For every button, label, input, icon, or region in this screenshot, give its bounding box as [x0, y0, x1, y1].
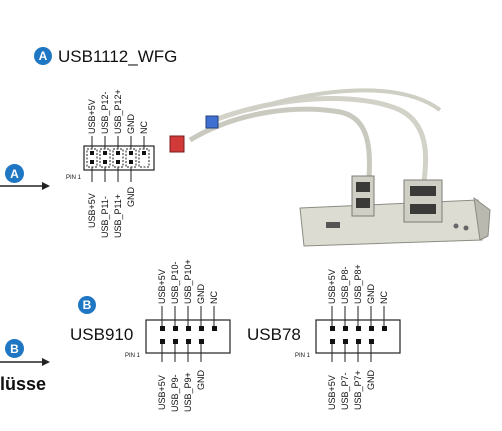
usb910-top-pin-5: NC	[209, 291, 219, 304]
arrow-a-badge: A	[5, 164, 24, 183]
usb78-bottom-pin-4: GND	[366, 370, 376, 390]
usb1112-top-pin-3: USB_P12+	[113, 89, 123, 134]
arrow-b-badge: B	[5, 339, 24, 358]
usb1112-top-pin-4: GND	[126, 114, 136, 134]
usb78-top-pin-3: USB_P8+	[353, 264, 363, 304]
arrow-b-head	[42, 358, 50, 366]
usb1112-bottom-pin-3: USB_P11+	[113, 193, 123, 238]
usb78-top-pin-5: NC	[379, 291, 389, 304]
section-b-badge: B	[78, 296, 96, 314]
usb1112-header-block	[83, 136, 155, 182]
usb910-bottom-pin-2: USB_P9-	[170, 374, 180, 412]
usb910-top-pin-1: USB+5V	[157, 269, 167, 304]
usb1112-top-pin-2: USB_P12-	[100, 91, 110, 134]
usb1112-pin1-label: PIN 1	[66, 175, 82, 181]
usb910-title: USB910	[70, 325, 134, 344]
usb78-bottom-pin-1: USB+5V	[327, 375, 337, 410]
section-a-badge: A	[34, 47, 52, 65]
usb910-bottom-pin-1: USB+5V	[157, 375, 167, 410]
usb78-top-pin-2: USB_P8-	[340, 266, 350, 304]
usb78-header-block	[315, 306, 401, 362]
arrow-a-head	[42, 182, 50, 190]
usb1112-title: USB1112_WFG	[58, 47, 178, 66]
usb910-bottom-pin-4: GND	[196, 370, 206, 390]
usb1112-bottom-pin-1: USB+5V	[87, 193, 97, 228]
usb78-top-pin-1: USB+5V	[327, 269, 337, 304]
usb910-top-pin-3: USB_P10+	[183, 259, 193, 304]
usb910-top-pin-2: USB_P10-	[170, 261, 180, 304]
usb78-bottom-pin-3: USB_P7+	[353, 370, 363, 410]
usb910-bottom-pin-3: USB_P9+	[183, 372, 193, 412]
usb-bracket-illustration	[169, 88, 491, 247]
usb1112-bottom-pin-4: GND	[126, 187, 136, 207]
usb78-title: USB78	[247, 325, 301, 344]
usb78-bottom-pin-2: USB_P7-	[340, 372, 350, 410]
usb78-pin1-label: PIN 1	[295, 353, 311, 359]
usb910-pin1-label: PIN 1	[125, 353, 141, 359]
usb1112-top-pin-1: USB+5V	[87, 99, 97, 134]
usb910-header-block	[145, 306, 231, 362]
usb78-top-pin-4: GND	[366, 284, 376, 304]
footer-partial-text: lüsse	[0, 374, 47, 394]
usb1112-bottom-pin-2: USB_P11-	[100, 196, 110, 238]
usb910-top-pin-4: GND	[196, 284, 206, 304]
usb1112-top-pin-5: NC	[139, 121, 149, 134]
